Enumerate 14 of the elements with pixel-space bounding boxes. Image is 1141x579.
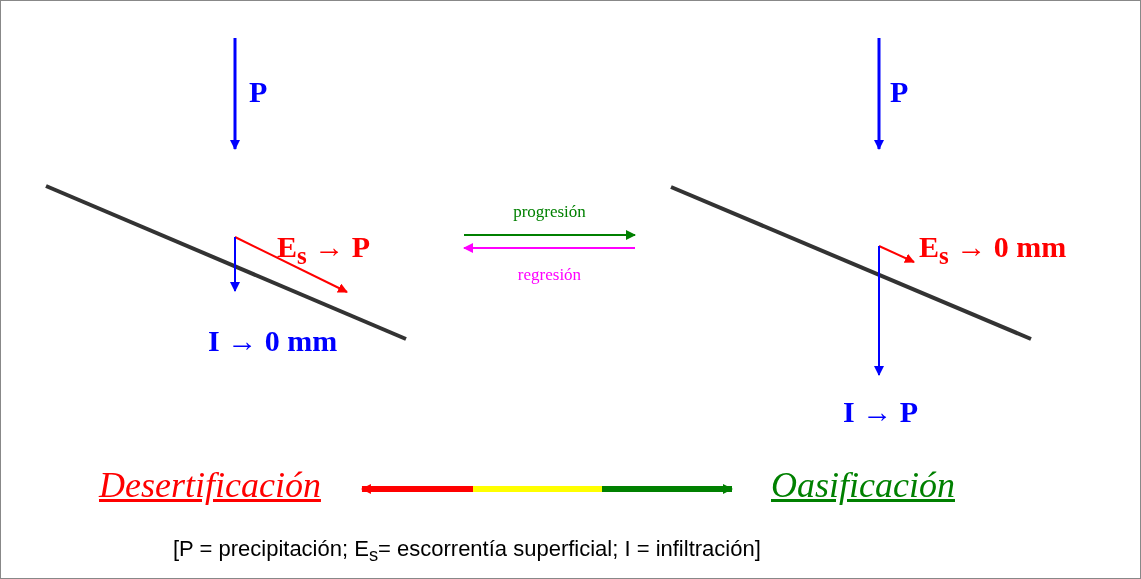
term-label: Oasificación [771,467,955,503]
flux-label: E$_{s}$ → 0 mm [919,232,1067,268]
term-label: Desertificación [99,467,321,503]
arrow [360,484,733,494]
legend-note: [P = precipitación; E$_{s}$= escorrentía superficial; I = infiltración] [173,538,761,565]
flux-label: I → 0 mm [208,326,338,356]
arrow [463,243,636,253]
flux-label: E$_{s}$ → P [277,232,371,268]
flux-label: I → P [843,397,918,427]
edge-label: regresión [517,266,582,283]
flux-label: P [890,77,909,107]
arrow [463,230,636,240]
edge-label: progresión [513,203,586,220]
flux-label: P [249,77,268,107]
